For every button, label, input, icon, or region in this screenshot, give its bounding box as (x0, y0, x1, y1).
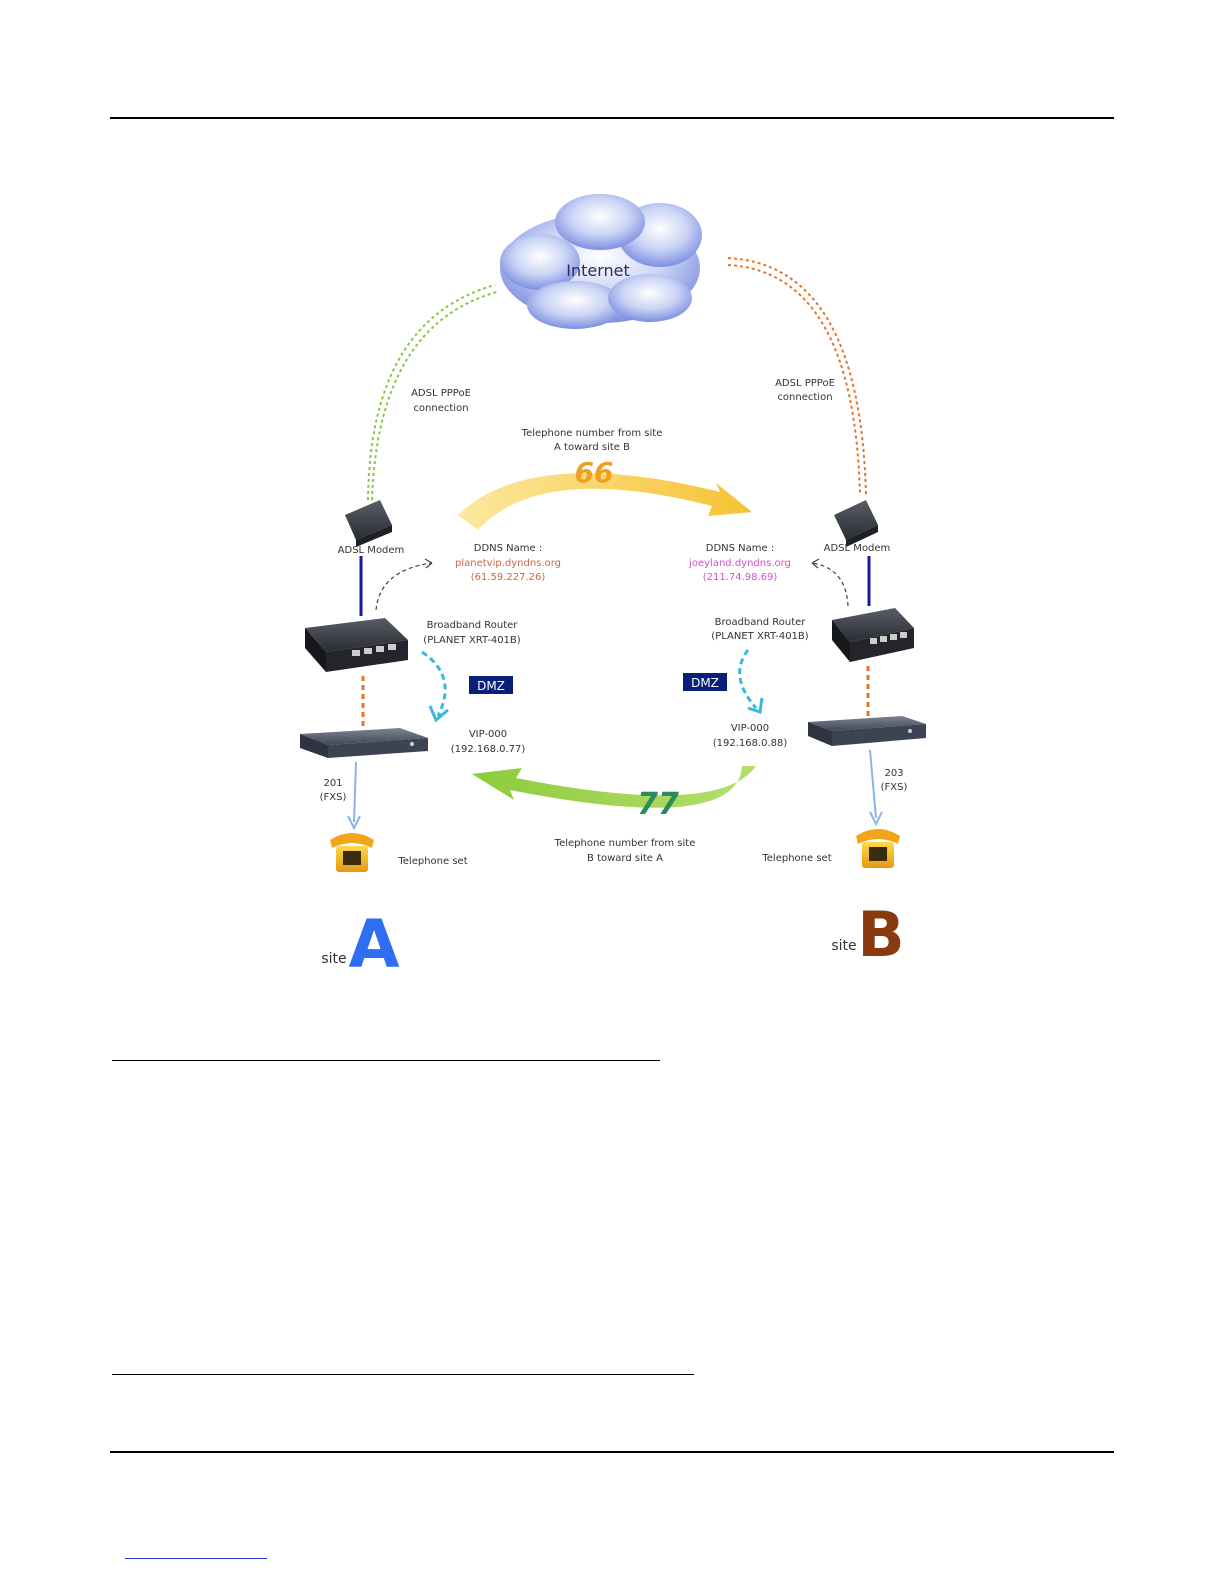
site-b-adsl-link (727, 257, 867, 496)
site-a-ddns-ip: (61.59.227.26) (471, 572, 546, 583)
internet-cloud: Internet (500, 194, 702, 329)
site-a-dmz-badge: DMZ (469, 676, 513, 694)
site-a-ddns-arrow (375, 558, 433, 611)
site-a-adsl-link (367, 284, 498, 501)
call-b-to-a-line1: Telephone number from site (554, 838, 696, 849)
svg-text:DMZ: DMZ (477, 679, 505, 693)
site-a-word: site (321, 951, 346, 967)
site-a-dmz-arrow (421, 650, 449, 723)
site-b-modem-label: ADSL Modem (824, 543, 891, 554)
site-b-port-label-2: (FXS) (881, 782, 908, 793)
section-underline-2 (112, 1374, 694, 1375)
site-a-port-label-1: 201 (323, 778, 342, 789)
site-a-phone-label: Telephone set (397, 856, 467, 867)
site-b-telephone-icon (856, 829, 900, 868)
call-a-to-b-number: 66 (575, 456, 614, 489)
call-b-to-a-number: 77 (637, 787, 679, 822)
site-a-vip-gateway-icon (300, 728, 428, 758)
site-b-dmz-badge: DMZ (683, 673, 727, 691)
site-a-adsl-modem-icon (345, 500, 392, 547)
site-b-fxs-link (869, 749, 883, 827)
site-a-port-label-2: (FXS) (320, 792, 347, 803)
site-b-dmz-arrow (738, 649, 764, 714)
site-a-router-label-2: (PLANET XRT-401B) (423, 635, 520, 646)
footer-link-underline[interactable] (125, 1558, 267, 1559)
site-b-router-label-2: (PLANET XRT-401B) (711, 631, 808, 642)
site-b-vip-gateway-icon (808, 716, 926, 746)
call-b-to-a-line2: B toward site A (587, 853, 663, 864)
site-b-phone-label: Telephone set (761, 853, 831, 864)
site-a-ddns-label: DDNS Name : (474, 543, 542, 554)
site-b-broadband-router-icon (832, 608, 914, 662)
section-underline-1 (112, 1060, 660, 1061)
site-b-adsl-label-1: ADSL PPPoE (775, 378, 835, 389)
site-b-vip-label-2: (192.168.0.88) (713, 738, 788, 749)
site-b-ddns-ip: (211.74.98.69) (703, 572, 778, 583)
call-b-to-a-arrow (472, 766, 756, 808)
site-b-adsl-modem-icon (834, 500, 878, 547)
svg-text:DMZ: DMZ (691, 676, 719, 690)
site-a-router-label-1: Broadband Router (427, 620, 519, 631)
site-a-fxs-link (347, 761, 361, 831)
call-a-to-b-line1: Telephone number from site (521, 428, 663, 439)
site-b-word: site (831, 938, 856, 954)
site-a-adsl-label-1: ADSL PPPoE (411, 388, 471, 399)
site-a-modem-label: ADSL Modem (338, 545, 405, 556)
call-a-to-b-arrow (458, 473, 752, 530)
site-b-ddns-arrow (811, 558, 849, 607)
site-b-ddns-host: joeyland.dyndns.org (688, 558, 791, 569)
footer-rule (110, 1451, 1114, 1453)
site-b-adsl-label-2: connection (777, 392, 832, 403)
site-a-vip-label-2: (192.168.0.77) (451, 744, 526, 755)
site-a-letter: A (348, 906, 399, 983)
internet-label: Internet (566, 261, 630, 280)
site-b-port-label-1: 203 (884, 768, 903, 779)
site-a-adsl-label-2: connection (413, 403, 468, 414)
site-a-vip-label-1: VIP-000 (469, 729, 507, 740)
call-a-to-b-line2: A toward site B (554, 442, 630, 453)
site-b-ddns-label: DDNS Name : (706, 543, 774, 554)
site-b-letter: B (857, 898, 904, 971)
site-a-telephone-icon (330, 833, 374, 872)
site-b-vip-label-1: VIP-000 (731, 723, 769, 734)
site-b-router-label-1: Broadband Router (715, 617, 807, 628)
site-a-broadband-router-icon (305, 618, 408, 672)
site-a-ddns-host: planetvip.dyndns.org (455, 558, 561, 569)
header-rule (110, 117, 1114, 119)
